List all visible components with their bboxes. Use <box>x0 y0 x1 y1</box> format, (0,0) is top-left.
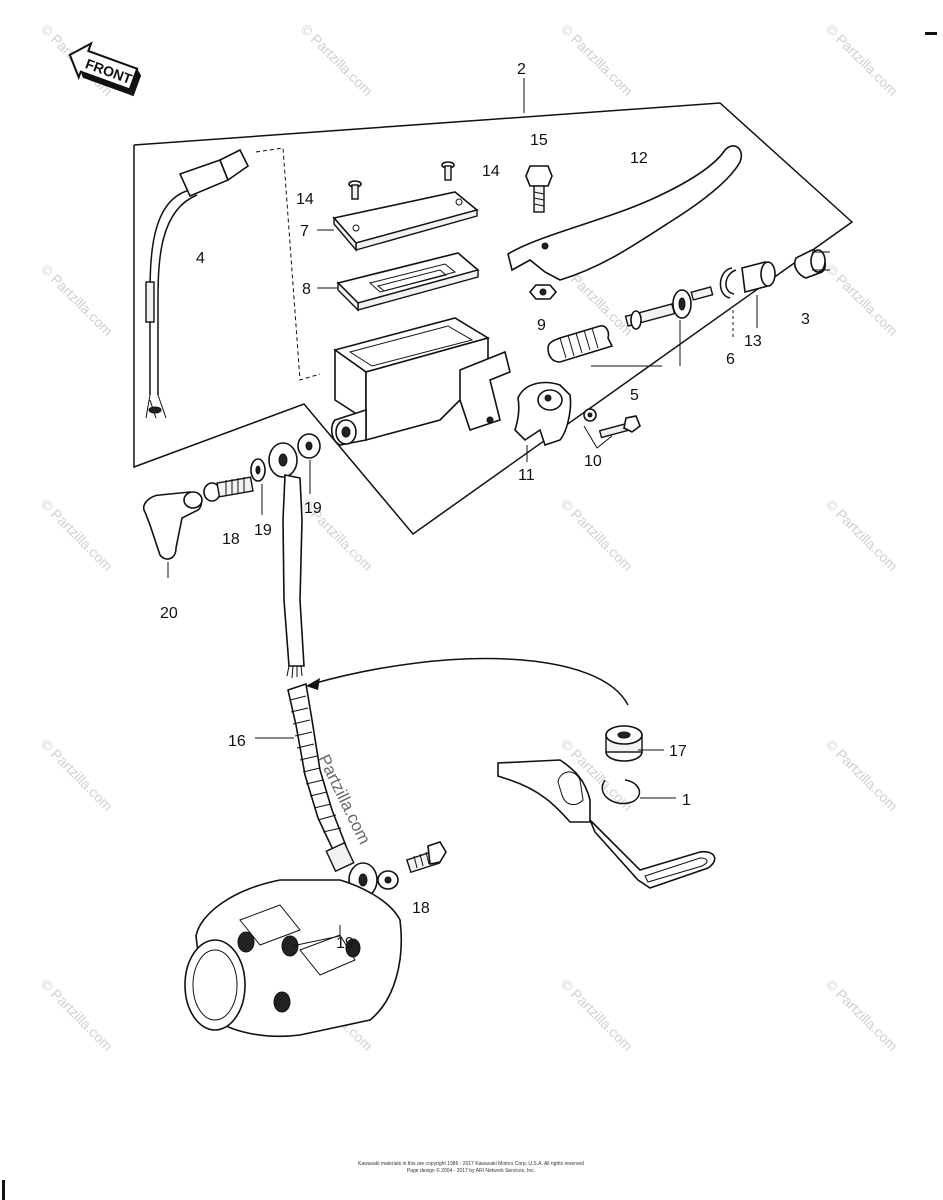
guide-dashed-line <box>255 147 321 381</box>
callout-11: 11 <box>518 467 535 484</box>
watermark-text: © Partzilla.com <box>823 976 901 1054</box>
callout-14: 14 <box>482 163 500 180</box>
callout-18: 18 <box>412 900 430 917</box>
reservoir-cover <box>332 191 479 252</box>
piston-assembly <box>547 286 714 363</box>
watermark-text: © Partzilla.com <box>823 261 901 339</box>
clamp-bolt <box>583 408 641 439</box>
callout-16: 16 <box>228 733 246 750</box>
lever-sleeve <box>793 249 830 279</box>
callout-9: 9 <box>537 317 546 334</box>
watermark-text: © Partzilla.com <box>38 496 116 574</box>
reference-arrow <box>311 657 629 706</box>
nut <box>528 284 558 300</box>
master-cylinder-body <box>330 317 511 446</box>
watermark-text: © Partzilla.com <box>38 976 116 1054</box>
watermark-text: © Partzilla.com <box>38 261 116 339</box>
brake-hose-upper <box>282 474 305 679</box>
callout-8: 8 <box>302 281 311 298</box>
watermark-text: © Partzilla.com <box>558 496 636 574</box>
watermark-text: © Partzilla.com <box>558 21 636 99</box>
callout-7: 7 <box>300 223 309 240</box>
callout-17: 17 <box>669 743 687 760</box>
callout-20: 20 <box>160 605 178 622</box>
corner-mark <box>2 1180 5 1200</box>
banjo-bolt-upper <box>203 458 266 502</box>
assembly-boundary <box>133 102 854 536</box>
callout-6: 6 <box>726 351 735 368</box>
callout-19: 19 <box>304 500 322 517</box>
callout-15: 15 <box>530 132 548 149</box>
footer-copyright: Kawasaki materials in this are copyright… <box>358 1161 584 1167</box>
callout-4: 4 <box>196 250 205 267</box>
callout-2: 2 <box>517 61 526 78</box>
banjo-bolt-lower <box>405 841 447 874</box>
hose-guide-bracket <box>497 759 716 889</box>
brake-caliper <box>184 879 403 1038</box>
callout-10: 10 <box>584 453 602 470</box>
dust-boot <box>741 261 776 294</box>
screw-left <box>348 180 362 200</box>
callout-12: 12 <box>630 150 648 167</box>
snap-ring <box>719 267 737 299</box>
leader-line <box>291 925 341 947</box>
leader-line <box>583 425 613 449</box>
watermark-text: © Partzilla.com <box>823 496 901 574</box>
grommet <box>605 725 643 762</box>
handlebar-clamp <box>514 381 572 447</box>
pivot-bolt <box>525 165 553 213</box>
screw-right <box>441 161 455 181</box>
callout-5: 5 <box>630 387 639 404</box>
footer-page-design: Page design © 2004 - 2017 by ARI Network… <box>407 1167 535 1174</box>
callout-1: 1 <box>682 792 691 809</box>
brake-light-switch <box>145 148 250 419</box>
callout-14: 14 <box>296 191 314 208</box>
watermark-text: © Partzilla.com <box>823 21 901 99</box>
reservoir-diaphragm <box>336 252 480 312</box>
callout-13: 13 <box>744 333 762 350</box>
corner-mark <box>925 32 937 35</box>
watermark-text: © Partzilla.com <box>38 736 116 814</box>
arrowhead-icon <box>306 678 320 690</box>
bleed-cap <box>142 491 203 578</box>
brake-hose-lower <box>287 682 355 873</box>
callout-18: 18 <box>222 531 240 548</box>
callout-3: 3 <box>801 311 810 328</box>
watermark-text: © Partzilla.com <box>298 21 376 99</box>
watermark-text: © Partzilla.com <box>823 736 901 814</box>
banjo-fitting-upper <box>268 433 321 478</box>
callout-19: 19 <box>336 935 354 952</box>
banjo-fitting-lower <box>330 862 399 920</box>
hose-clamp-ring <box>601 779 641 805</box>
brake-lever <box>507 145 743 281</box>
watermark-text: © Partzilla.com <box>558 976 636 1054</box>
callout-19: 19 <box>254 522 272 539</box>
